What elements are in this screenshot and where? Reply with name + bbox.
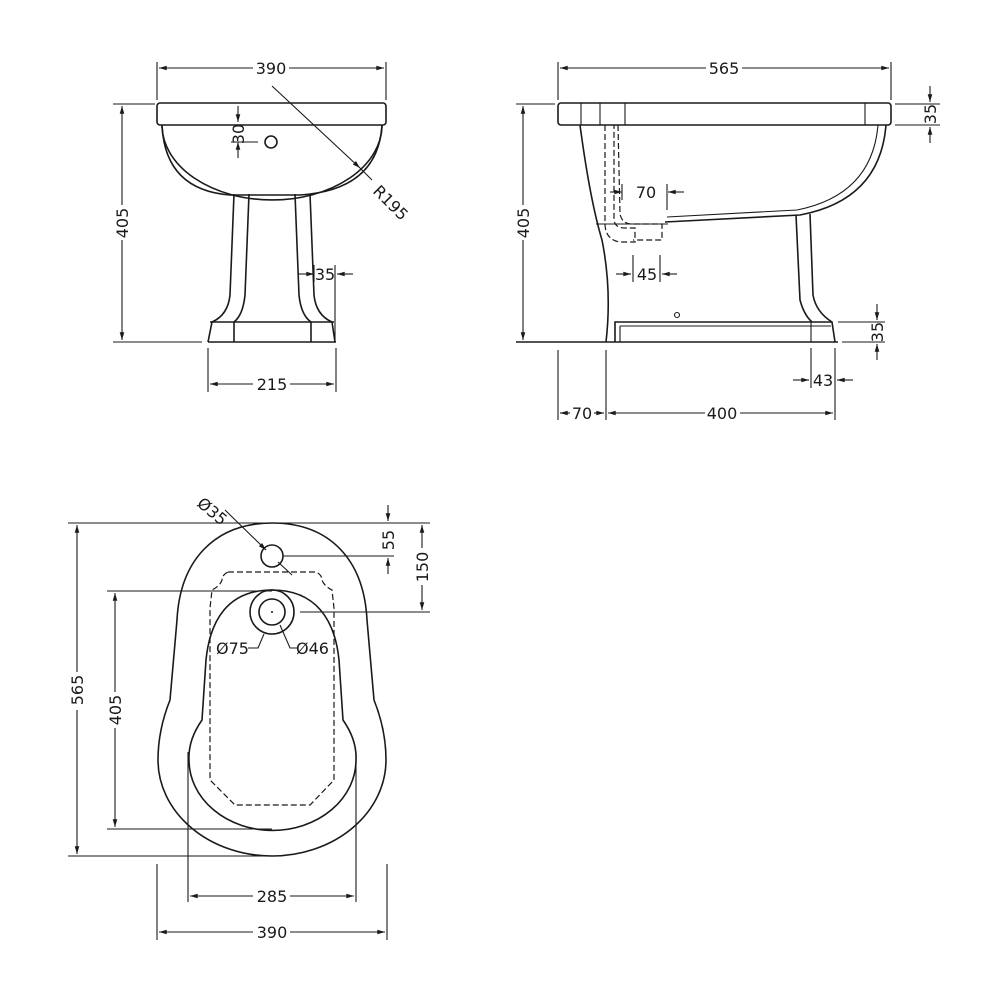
side-rear-offset-label: 70 [572,404,592,423]
plan-bowl-depth-label: 405 [106,695,125,726]
plan-outer-outline [157,522,387,857]
front-rim [156,102,387,126]
side-fixing-hole [673,311,681,319]
pedestal-left-outer [207,193,235,343]
plan-dashed-basin [209,571,335,806]
side-rear-profile [579,124,610,343]
front-bowl-arc [161,124,383,201]
plan-bowl-width-label: 285 [257,887,288,906]
plan-overall-depth-label: 565 [68,675,87,706]
side-bowl-outer [664,124,887,223]
plan-view: Ø35 55 150 Ø75 Ø46 565 405 285 [68,494,432,942]
side-waste-width-label: 45 [637,265,657,284]
pedestal-left-inner [233,193,250,323]
plan-tap-from-back-label: 55 [379,530,398,550]
plan-waste-from-back-label: 150 [413,552,432,583]
plan-tap-diameter-label: Ø35 [193,494,230,530]
front-pedestal-wall-label: 35 [315,265,335,284]
side-base-return-label: 43 [813,371,833,390]
side-leg-rear [795,214,813,323]
front-width-label: 390 [256,59,287,78]
side-depth-label: 565 [709,59,740,78]
front-tap-hole [264,135,278,149]
side-rim [557,102,892,126]
plan-overall-width-label: 390 [257,923,288,942]
side-waste-offset-label: 70 [636,183,656,202]
plan-inner-waste-label: Ø46 [296,639,329,658]
side-height-label: 405 [514,208,533,239]
plan-outer-waste-label: Ø75 [216,639,249,658]
side-base-thickness-label: 35 [868,322,887,342]
front-view: 390 R195 30 405 35 215 [113,59,412,394]
plan-waste-outer [249,589,295,635]
side-bowl-inner [666,124,879,218]
front-height-label: 405 [113,208,132,239]
side-rim-thickness-label: 35 [921,104,940,124]
side-view: 565 35 405 70 45 35 43 [514,59,940,423]
plan-inner-bowl [188,589,357,832]
side-base-depth-label: 400 [707,404,738,423]
front-base-width-label: 215 [257,375,288,394]
front-tap-offset-label: 30 [229,124,248,144]
front-bowl [161,124,383,196]
plan-waste-inner [258,598,286,626]
side-base [614,321,832,342]
pedestal-right-inner [294,193,312,323]
front-radius-label: R195 [369,181,412,224]
